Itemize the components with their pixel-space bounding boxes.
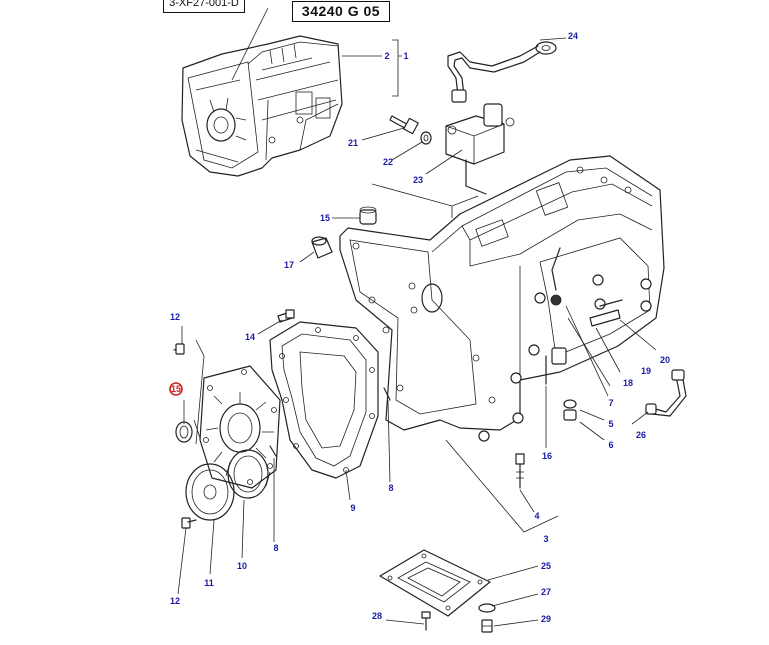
callout-2[interactable]: 2: [384, 51, 389, 61]
callout-24[interactable]: 24: [568, 31, 578, 41]
callout-15[interactable]: 15: [320, 213, 330, 223]
callout-5[interactable]: 5: [608, 419, 613, 429]
part-25-inspection-cover: [379, 549, 491, 617]
part-12-bolt-lower: [181, 517, 197, 529]
part-15-plug: [359, 206, 377, 225]
callout-21[interactable]: 21: [348, 138, 358, 148]
leader-lines: [177, 37, 657, 627]
callout-15[interactable]: 15: [171, 384, 181, 394]
callout-25[interactable]: 25: [541, 561, 551, 571]
part-24-pipe: [447, 41, 557, 103]
callout-highlight-ring: [169, 382, 183, 396]
part-22-washer: [420, 131, 432, 145]
part-8-dowel-lower: [269, 445, 277, 457]
part-29-bolt: [481, 619, 493, 633]
part-10-seal-ring: [225, 449, 271, 499]
part-15-oil-seal: [175, 421, 193, 443]
callout-19[interactable]: 19: [641, 366, 651, 376]
callout-7[interactable]: 7: [608, 398, 613, 408]
callout-18[interactable]: 18: [623, 378, 633, 388]
callout-1[interactable]: 1: [403, 51, 408, 61]
callout-28[interactable]: 28: [372, 611, 382, 621]
part-9-intermediate-housing: [269, 321, 379, 479]
callout-8[interactable]: 8: [273, 543, 278, 553]
callout-12[interactable]: 12: [170, 312, 180, 322]
callout-9[interactable]: 9: [350, 503, 355, 513]
group-code-label: 34240 G 05: [292, 1, 390, 22]
callout-4[interactable]: 4: [534, 511, 539, 521]
callout-6[interactable]: 6: [608, 440, 613, 450]
part-12-bolt-upper: [173, 343, 185, 355]
callout-10[interactable]: 10: [237, 561, 247, 571]
part-26-fitting: [645, 369, 687, 417]
part-27-washer: [478, 603, 496, 613]
callout-23[interactable]: 23: [413, 175, 423, 185]
callout-20[interactable]: 20: [660, 355, 670, 365]
callout-22[interactable]: 22: [383, 157, 393, 167]
callout-11[interactable]: 11: [204, 578, 214, 588]
drawing-reference-code: 3-XF27-001-D: [163, 0, 245, 13]
part-5-seal: [563, 399, 577, 409]
part-6-plug: [563, 409, 577, 421]
callout-12[interactable]: 12: [170, 596, 180, 606]
callout-8[interactable]: 8: [388, 483, 393, 493]
part-4-stud: [515, 453, 525, 489]
callout-16[interactable]: 16: [542, 451, 552, 461]
part-21-bolt: [389, 115, 419, 135]
callout-29[interactable]: 29: [541, 614, 551, 624]
callout-14[interactable]: 14: [245, 332, 255, 342]
part-28-bolt: [421, 611, 431, 631]
part-11-cover: [185, 463, 235, 521]
part-17-bush: [311, 236, 333, 259]
main-transmission-housing: [339, 155, 665, 533]
callout-17[interactable]: 17: [284, 260, 294, 270]
part-8-dowel-upper: [383, 387, 391, 401]
callout-3[interactable]: 3: [543, 534, 548, 544]
assembled-gearbox-thumbnail: [181, 7, 343, 177]
part-14-bolt: [277, 309, 295, 323]
callout-27[interactable]: 27: [541, 587, 551, 597]
callout-26[interactable]: 26: [636, 430, 646, 440]
part-23-solenoid-valve: [371, 103, 515, 218]
